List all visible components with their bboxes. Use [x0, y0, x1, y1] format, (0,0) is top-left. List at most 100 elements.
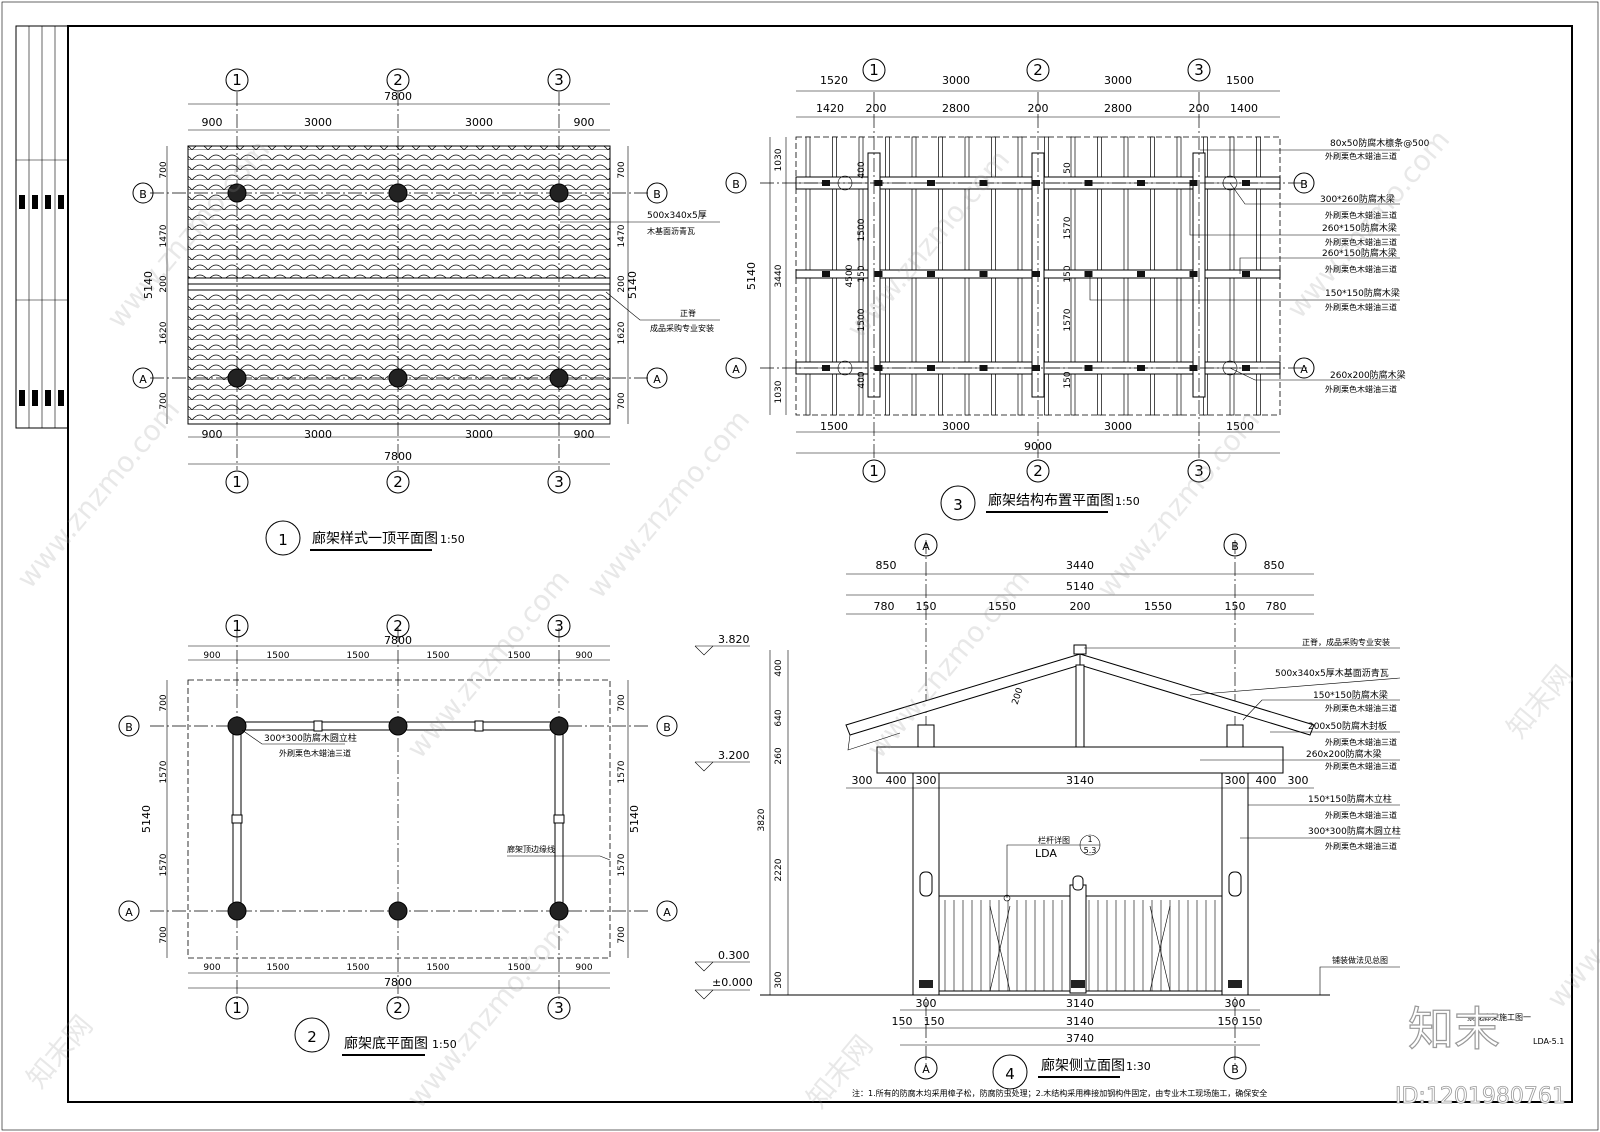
beam-joint [1189, 180, 1198, 186]
grid-label: B [1300, 178, 1308, 191]
dim-text: 780 [1266, 600, 1287, 613]
sheet-code: LDA-5.1 [1533, 1037, 1564, 1046]
dim-text: 5140 [1066, 580, 1094, 593]
elevation-text: ±0.000 [712, 976, 753, 989]
annotation: 外刷栗色木蜡油三道 [279, 748, 351, 758]
beam-joint [822, 365, 830, 371]
dim-text: 150 [1242, 1015, 1263, 1028]
dim-text: 150 [857, 265, 867, 282]
dim-text: 1570 [1063, 216, 1073, 239]
dim-text: 200 [1070, 600, 1091, 613]
grid-label: 1 [232, 999, 242, 1017]
dim-text: 150 [1225, 600, 1246, 613]
elevation-text: 3.200 [718, 749, 750, 762]
grid-label: 2 [393, 617, 403, 635]
grid-label: B [653, 188, 661, 201]
dim-text: 300 [916, 997, 937, 1010]
dim-text: 3140 [1066, 774, 1094, 787]
beam-joint [822, 271, 830, 277]
sheet-title: 景观廊架施工图一 [1467, 1012, 1531, 1022]
dim-text: 150 [1063, 265, 1073, 282]
dim-text: 2800 [1104, 102, 1132, 115]
beam-joint [874, 180, 883, 186]
dim-text: 3820 [757, 808, 767, 831]
side-elevation-drawing: A B A B 3.820 3.200 [694, 533, 1401, 1090]
watermark-text: www.znzmo.com [400, 563, 576, 764]
grid-label: A [663, 906, 671, 919]
general-note: 注：1.所有的防腐木均采用樟子松，防腐防虫处理；2.木结构采用榫接加钢构件固定，… [852, 1088, 1267, 1098]
dim-text: 1620 [617, 321, 627, 344]
dim-text: 1500 [508, 963, 531, 973]
grid-label: 1 [232, 617, 242, 635]
grid-label: 2 [1033, 462, 1043, 480]
dim-text: 5140 [745, 262, 758, 290]
dim-text: 3000 [465, 428, 493, 441]
annotation: 260x200防腐木梁 [1330, 369, 1406, 381]
dim-text: 5140 [142, 271, 155, 299]
annotation: 150*150防腐木梁 [1325, 287, 1400, 299]
dim-text: 200 [1028, 102, 1049, 115]
dim-text: 3140 [1066, 997, 1094, 1010]
watermark-text: 知末网 [20, 1009, 99, 1095]
watermark-text: 知末网 [1500, 659, 1579, 745]
dim-text: 1500 [267, 651, 290, 661]
grid-label: A [653, 373, 661, 386]
dim-text: 900 [203, 963, 220, 973]
column-marker [227, 183, 247, 203]
drawing-scale: 1:50 [440, 533, 465, 546]
beam-joint [1137, 180, 1145, 186]
annotation: 外刷栗色木蜡油三道 [1325, 761, 1397, 771]
watermark-text: www.znzmo.com [860, 563, 1036, 764]
dim-text: 150 [916, 600, 937, 613]
dim-text: 700 [159, 161, 169, 178]
dim-text: 400 [857, 161, 867, 178]
dim-text: 200 [866, 102, 887, 115]
dim-text: 300 [1288, 774, 1309, 787]
annotation: 铺装做法见总图 [1332, 955, 1388, 965]
dim-text: 50 [1063, 162, 1073, 174]
beam-joint [1137, 365, 1145, 371]
dim-text: 3000 [304, 116, 332, 129]
grid-label: B [732, 178, 740, 191]
dim-text: 5140 [628, 805, 641, 833]
dim-text: 700 [159, 926, 169, 943]
grid-label: 1 [232, 71, 242, 89]
dim-text: 700 [617, 392, 627, 409]
annotation: 80x50防腐木檩条@500 [1330, 137, 1430, 149]
dim-text: 400 [774, 659, 784, 676]
beam-joint [1032, 271, 1040, 277]
dim-text: 900 [575, 651, 592, 661]
dim-text: 1520 [820, 74, 848, 87]
beam-joint [1189, 365, 1198, 371]
grid-label: 2 [393, 71, 403, 89]
annotation: 150*150防腐木梁 [1313, 689, 1388, 701]
beam-joint [1032, 365, 1040, 371]
drawing-number: 3 [953, 496, 963, 514]
annotation: 外刷栗色木蜡油三道 [1325, 237, 1397, 247]
watermark-text: www.znzmo.com [1540, 813, 1600, 1014]
dim-text: 1500 [347, 651, 370, 661]
dim-text: 3000 [942, 420, 970, 433]
annotation: 外刷栗色木蜡油三道 [1325, 810, 1397, 820]
annotation: 300*260防腐木梁 [1320, 193, 1395, 205]
dim-text: 7800 [384, 976, 412, 989]
annotation: 成品采购专业安装 [650, 323, 714, 333]
annotation: 外刷栗色木蜡油三道 [1325, 151, 1397, 161]
dim-text: 200 [1011, 686, 1026, 706]
dim-text: 260 [774, 747, 784, 764]
annotation: 木基面沥青瓦 [647, 226, 695, 236]
dim-text: 150 [924, 1015, 945, 1028]
annotation: 外刷栗色木蜡油三道 [1325, 210, 1397, 220]
dim-text: 5140 [140, 805, 153, 833]
annotation: 廊架顶边缘线 [507, 844, 555, 854]
dim-text: 700 [159, 392, 169, 409]
dim-text: 700 [617, 694, 627, 711]
dim-text: 1570 [617, 853, 627, 876]
dim-text: 400 [886, 774, 907, 787]
dim-text: 1550 [1144, 600, 1172, 613]
grid-label: 1 [232, 473, 242, 491]
annotation: 外刷栗色木蜡油三道 [1325, 703, 1397, 713]
annotation: 外刷栗色木蜡油三道 [1325, 264, 1397, 274]
dim-text: 3000 [1104, 74, 1132, 87]
grid-label: B [1231, 540, 1239, 553]
